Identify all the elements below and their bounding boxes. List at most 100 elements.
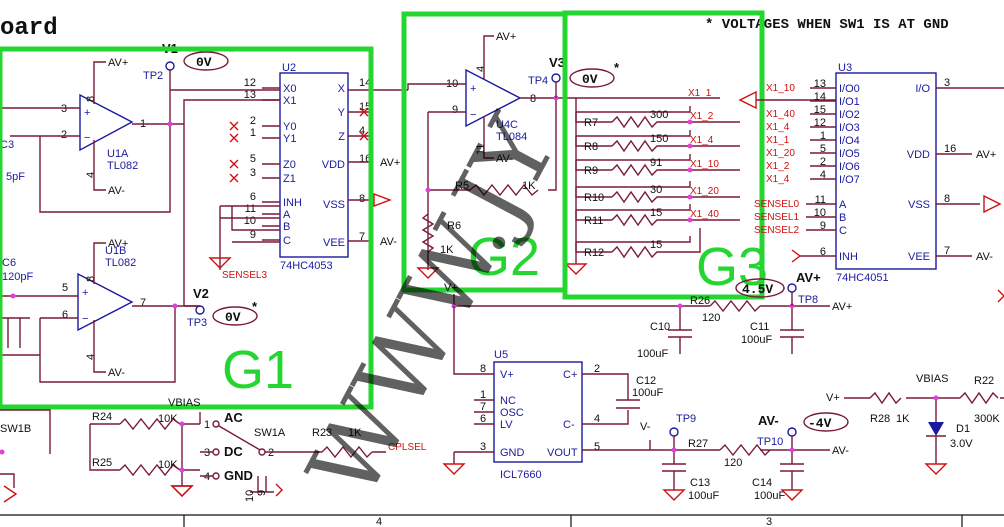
r23-resistor: [321, 445, 373, 459]
tp8-testpoint: [787, 283, 797, 293]
tp10-ref: TP10: [757, 436, 783, 448]
ladder-resistor-value: 15: [650, 239, 662, 251]
u3-net-label: X1_1: [766, 135, 790, 146]
ladder-resistor-ref: R11: [584, 215, 603, 227]
tp4-star: *: [614, 60, 620, 75]
border-zone-4: 4: [376, 516, 382, 527]
section-g1: +− U1A TL082 3 2 1 8 4 AV+ AV- C3 5pF +−…: [0, 41, 408, 410]
u2-pin-number: 1: [250, 127, 256, 139]
svg-text:−: −: [470, 109, 476, 121]
r26-ref: R26: [690, 295, 710, 307]
svg-text:+: +: [84, 107, 90, 119]
sw1a-lever: [218, 425, 261, 451]
u3-vee-avm: AV-: [976, 251, 993, 263]
c6-value: 120pF: [2, 271, 33, 283]
u3-net-label: X1_20: [766, 148, 795, 159]
u2-part: 74HC4053: [280, 260, 333, 272]
u4c-part: TL084: [496, 131, 527, 143]
tp8-reading: 4.5V: [742, 282, 773, 297]
u2-pin-name: C: [283, 235, 291, 247]
u2-pin-number: 11: [245, 203, 256, 215]
title-fragment: oard: [0, 15, 58, 42]
u5-pin-vout-name: VOUT: [547, 447, 578, 459]
u1a-pin3: 3: [61, 103, 67, 115]
r23-ref: R23: [312, 427, 332, 439]
u3-vdd-avp: AV+: [976, 149, 996, 161]
tp9-testpoint: [669, 427, 679, 437]
net-x1-1: X1_1: [688, 88, 712, 99]
u3-pin-name: I/O3: [839, 122, 860, 134]
ladder-resistor-ref: R7: [584, 117, 598, 129]
u3-pin-name: I/O: [915, 83, 930, 95]
u5-part: ICL7660: [500, 469, 542, 481]
r22-ref: R22: [974, 375, 994, 387]
u2-pin-name: VSS: [323, 199, 345, 211]
u4c-pin11: 11: [475, 144, 487, 155]
r27-value: 120: [724, 457, 742, 469]
u5-pin2: 2: [594, 363, 600, 375]
c13-cap: [662, 450, 686, 490]
ladder-resistor-value: 91: [650, 157, 662, 169]
u3-pin-name: VEE: [908, 251, 930, 263]
u3-net-label: X1_2: [766, 161, 790, 172]
u3-pin-number: 16: [944, 143, 956, 155]
u2-pin-number: 12: [244, 77, 256, 89]
u5-vplus-rail: V+: [444, 282, 458, 294]
u2-pin-name: Z: [338, 131, 345, 143]
tp4-testpoint: [551, 73, 561, 83]
tp2-testpoint: [165, 61, 175, 71]
sw-vbias-label: VBIAS: [168, 397, 200, 409]
ladder-net-label: X1_2: [690, 111, 714, 122]
u2-pin-number: 14: [359, 77, 371, 89]
bias-section: V+ R28 1K R22 300K VBIAS D1 3.0V: [826, 289, 1004, 475]
tp2-reading-bubble: [183, 51, 229, 71]
sw1b-pin9: 9: [256, 490, 268, 496]
u3-pin-name: I/O7: [839, 174, 860, 186]
u2-pin-name: A: [283, 209, 291, 221]
u3-pin-name: I/O2: [839, 109, 860, 121]
r5-ref: R5: [455, 180, 469, 192]
u1a-pin4: 4: [85, 172, 97, 178]
bias-vplus: V+: [826, 392, 840, 404]
u4c-pin4: 4: [475, 66, 487, 72]
c3-value: 5pF: [6, 171, 25, 183]
u3-pin-number: 5: [820, 143, 826, 155]
u2-pin-name: Y1: [283, 133, 296, 145]
u2-pin-name: Z0: [283, 159, 296, 171]
u1b-ref: U1B: [105, 245, 126, 257]
svg-text:−: −: [82, 313, 88, 325]
u4c-pin8: 8: [530, 93, 536, 105]
r28-value: 1K: [896, 413, 910, 425]
u5-pin-gnd-name: GND: [500, 447, 525, 459]
ladder-net-label: X1_10: [690, 159, 719, 170]
u3-pin-number: 4: [820, 169, 826, 181]
tp4-reading-bubble: [569, 68, 615, 88]
u2-pin-name: INH: [283, 197, 302, 209]
svg-text:−: −: [84, 132, 90, 144]
tp3-ref: TP3: [187, 317, 207, 329]
ladder-junction: [687, 143, 693, 149]
tp10-reading: -4V: [808, 416, 832, 431]
sw1a-gnd: GND: [224, 468, 253, 483]
tp2-reading: 0V: [196, 55, 212, 70]
u4c-opamp: [465, 68, 522, 128]
u5-pin-osc-name: OSC: [500, 407, 524, 419]
r22-value: 300K: [974, 413, 1000, 425]
c11-ref: C11: [750, 321, 769, 333]
c10-value: 100uF: [637, 348, 668, 360]
r28-resistor: [869, 391, 902, 405]
u3-pin-number: 10: [814, 207, 826, 219]
r22-resistor: [959, 391, 999, 405]
u3-pin-name: I/O1: [839, 96, 860, 108]
ladder-resistor-ref: R9: [584, 165, 598, 177]
ladder-wire: [575, 181, 691, 198]
c11-value: 100uF: [741, 334, 772, 346]
u3-pin-name: I/O0: [839, 83, 860, 95]
d1-ref: D1: [956, 423, 970, 435]
ladder-net-label: X1_4: [690, 135, 714, 146]
u2-pin-name: B: [283, 221, 290, 233]
r25-value: 10K: [158, 459, 178, 471]
